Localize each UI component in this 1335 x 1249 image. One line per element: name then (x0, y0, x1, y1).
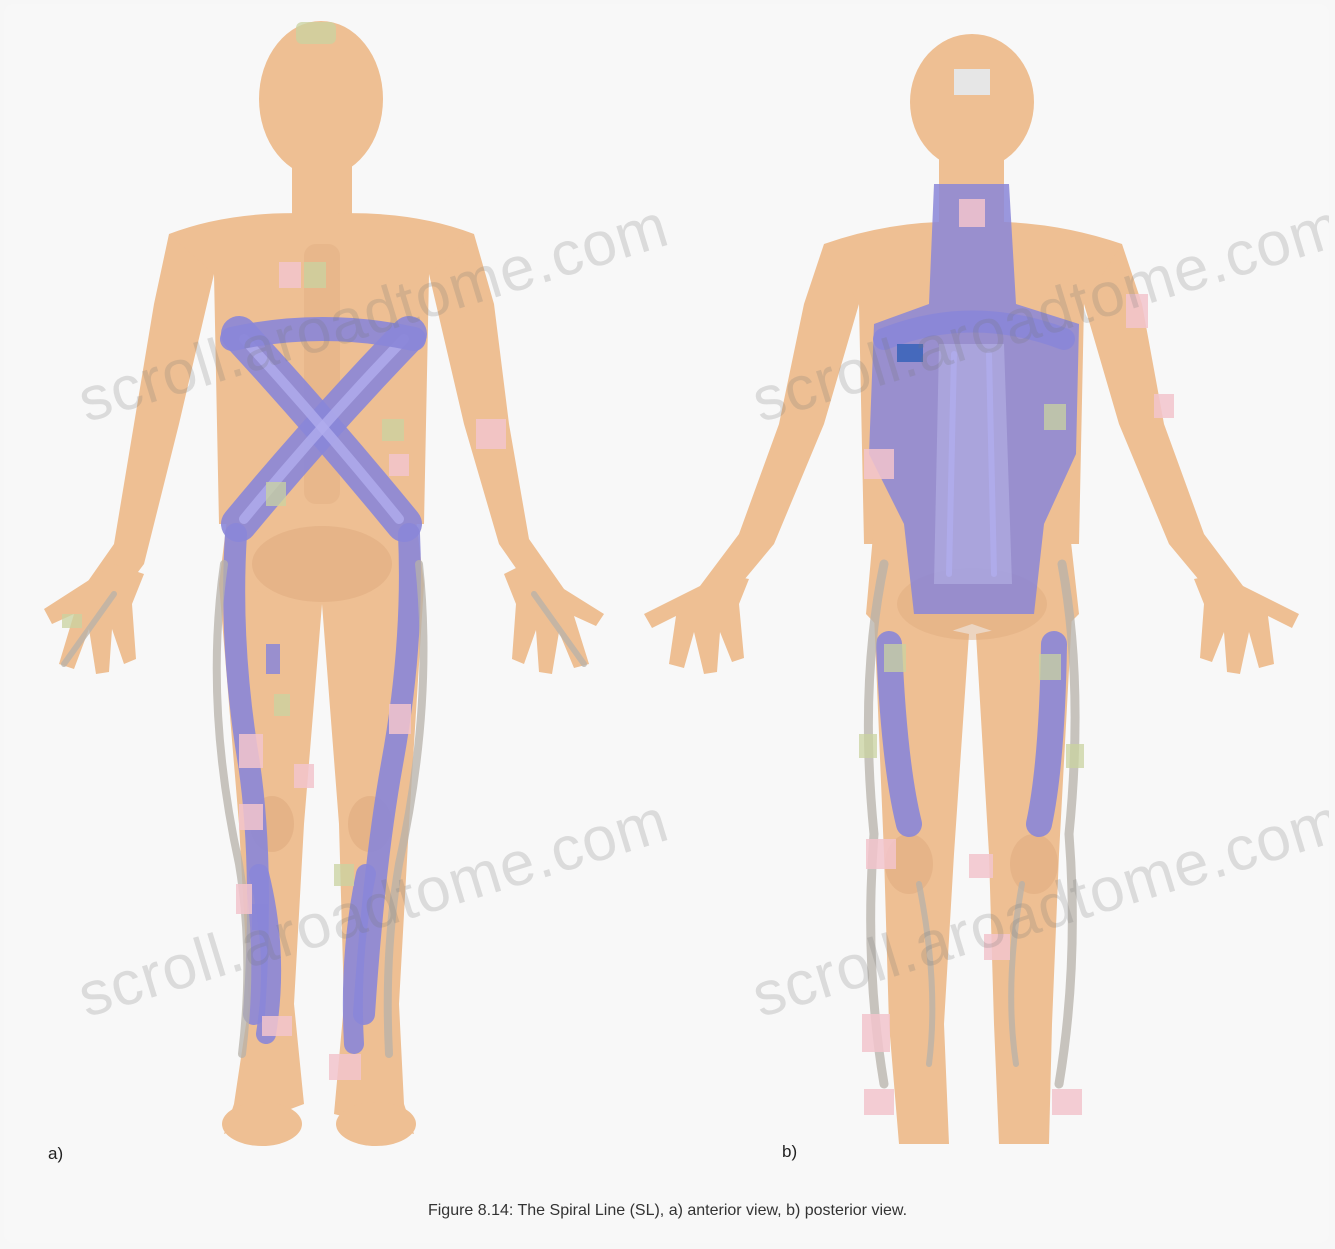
figure-frame: .skin { fill: #eebf93; } .skinD { fill: … (4, 4, 1329, 1243)
panel-b-label: b) (782, 1142, 797, 1162)
figure-caption: Figure 8.14: The Spiral Line (SL), a) an… (0, 1202, 1335, 1220)
panel-a-label: a) (48, 1144, 63, 1164)
spiral-line-figure: .skin { fill: #eebf93; } .skinD { fill: … (4, 4, 1329, 1243)
anterior-body-figure (44, 21, 604, 1146)
posterior-body-figure (644, 34, 1299, 1144)
